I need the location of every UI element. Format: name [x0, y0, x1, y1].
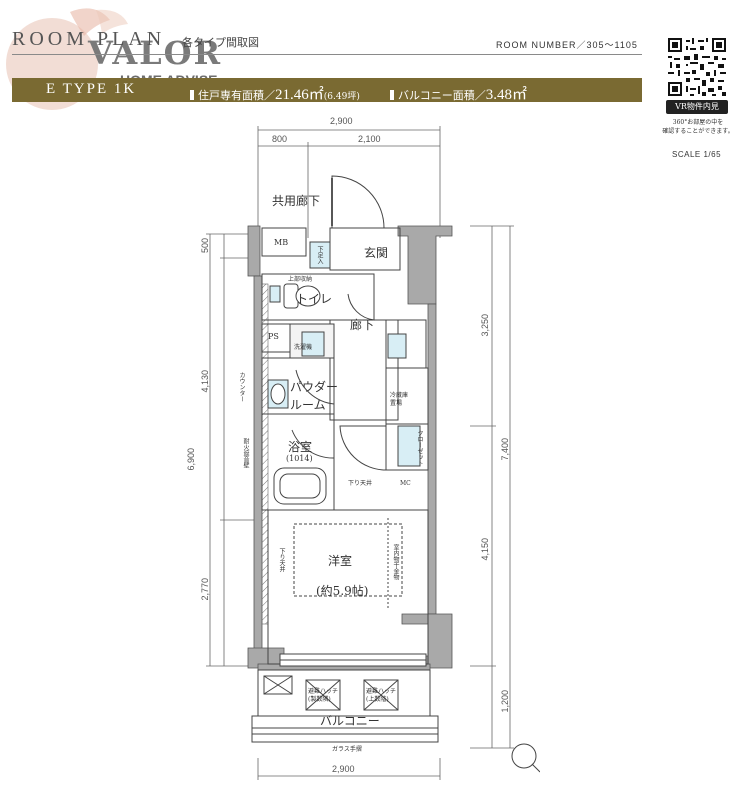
common-corridor-label: 共用廊下: [272, 194, 321, 208]
toilet-label: トイレ: [296, 292, 333, 306]
qr-code-icon[interactable]: [666, 36, 728, 98]
bullet-icon: [390, 90, 394, 100]
closet-label: クローゼット: [416, 430, 423, 466]
logo-text: VALOR: [88, 34, 223, 72]
hatch-label-1: 避難ハッチ: [308, 688, 339, 695]
floor-plan-drawing: [206, 126, 540, 780]
hatch-label-1b: (製数隣): [308, 696, 331, 703]
vr-note-line: 確認することができます。: [662, 128, 734, 135]
dim-right-3250: 3,250: [480, 314, 490, 337]
bullet-icon: [190, 90, 194, 100]
dim-right-4150: 4,150: [480, 538, 490, 561]
dim-left-500: 500: [200, 238, 210, 254]
area-value: 21.46㎡: [275, 87, 324, 103]
floor-plan: 2,900 800 2,100 2,900 500 4,130 6,900 2,…: [180, 108, 540, 800]
bath-size-label: (1014): [286, 454, 313, 463]
western-room-size-label: (約5.9帖): [316, 584, 369, 598]
fireproof-wall-label: 耐火遮音壁: [242, 438, 249, 468]
fridge-label: 冷蔵庫: [390, 392, 409, 399]
dim-right-7400: 7,400: [500, 438, 510, 461]
scale-label: SCALE 1/65: [672, 150, 722, 159]
glass-rail-label: ガラス手摺: [332, 746, 362, 753]
vr-note: 360°お部屋の中を 確認することができます。: [660, 118, 736, 136]
storage-label: 上部収納: [288, 276, 313, 283]
hatch-label-2b: (上数階): [366, 696, 389, 703]
plan-subtitle: 各タイプ間取図: [182, 36, 259, 49]
dim-left-2770: 2,770: [200, 578, 210, 601]
western-room-label: 洋室: [328, 554, 353, 568]
dim-top-right: 2,100: [358, 134, 381, 144]
lower-ceiling-label-2: 下り天井: [278, 548, 285, 572]
powder-room-label: パウダー: [290, 380, 339, 394]
room-number: ROOM NUMBER／305〜1105: [496, 40, 638, 50]
vr-note-line: 360°お部屋の中を: [672, 119, 724, 126]
dim-bottom-total: 2,900: [332, 764, 355, 774]
laundry-label: 洗濯機: [294, 344, 313, 351]
dim-top-left: 800: [272, 134, 288, 144]
area-tsubo: (6.49坪): [323, 92, 360, 102]
fridge-label-2: 置場: [390, 400, 403, 407]
hatch-label-2: 避難ハッチ: [366, 688, 397, 695]
dim-right-1200: 1,200: [500, 690, 510, 713]
type-bar: E TYPE 1K 住戸専有面積／21.46㎡(6.49坪) バルコニー面積／3…: [12, 78, 642, 104]
compass-icon: [511, 743, 540, 773]
mb-label: MB: [274, 238, 289, 247]
counter-label: カウンター: [238, 372, 245, 402]
ps-label: PS: [268, 332, 279, 341]
type-label: E TYPE 1K: [46, 81, 137, 97]
dim-top-total: 2,900: [330, 116, 353, 126]
shoe-cabinet-label: 下足入: [316, 246, 323, 264]
area-label: 住戸専有面積／: [198, 89, 275, 102]
entrance-label: 玄関: [364, 246, 389, 260]
area-block: 住戸専有面積／21.46㎡(6.49坪): [190, 83, 360, 104]
lower-ceiling-label: 下り天井: [348, 480, 373, 487]
dim-left-6900: 6,900: [186, 448, 196, 471]
powder-room-label-2: ルーム: [290, 398, 326, 412]
page-header: VALOR HOME ADVISE ROOM PLAN 各タイプ間取図 ROOM…: [0, 0, 744, 110]
dim-left-4130: 4,130: [200, 370, 210, 393]
balcony-label: バルコニー面積／: [398, 89, 486, 102]
room-plan-title: ROOM PLAN: [12, 28, 166, 50]
ventilation-hardware-label: 室内物干金物: [392, 544, 399, 580]
mc-label: MC: [400, 480, 411, 487]
hallway-label: 廊下: [350, 318, 375, 332]
balcony-area-block: バルコニー面積／3.48㎡: [390, 83, 527, 104]
vr-tour-button[interactable]: VR物件内見: [666, 100, 728, 114]
bath-label: 浴室: [288, 440, 313, 454]
header-divider: [12, 54, 642, 55]
balcony-label: バルコニー: [320, 714, 380, 728]
balcony-value: 3.48㎡: [485, 87, 528, 103]
